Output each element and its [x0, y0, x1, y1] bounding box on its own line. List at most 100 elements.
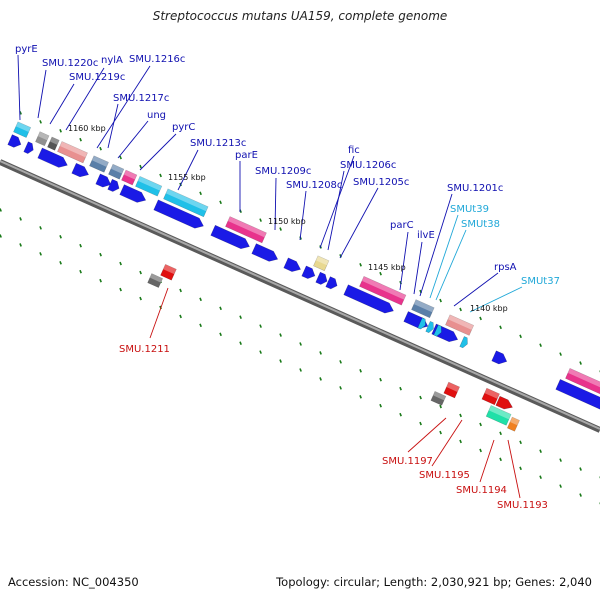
- leader-line-11: [274, 177, 277, 231]
- gene-label-smu1220c[interactable]: SMU.1220c: [42, 58, 98, 69]
- leader-line-13: [327, 170, 345, 251]
- outer-gene-13: [411, 299, 435, 319]
- tick-outer-21: [439, 298, 442, 303]
- fwd-gene-9: [210, 224, 250, 250]
- tick-outer-3: [79, 137, 82, 142]
- tick-inner-b-2: [39, 252, 42, 256]
- leader-line-17: [429, 214, 459, 299]
- gene-label-smu1193[interactable]: SMU.1193: [497, 500, 548, 511]
- outer-gene-3: [47, 136, 60, 151]
- fwd-gene-11: [283, 257, 301, 272]
- gene-label-smu1209c[interactable]: SMU.1209c: [255, 166, 311, 177]
- gene-label-smu1216c[interactable]: SMU.1216c: [129, 54, 185, 65]
- outer-gene-12: [359, 276, 407, 306]
- tick-inner-a-19: [379, 377, 382, 382]
- genome-backbone: [0, 159, 600, 433]
- leader-line-9: [177, 149, 199, 191]
- tick-inner-a-27: [539, 449, 542, 453]
- tick-outer-12: [259, 218, 262, 222]
- gene-label-ung[interactable]: ung: [147, 110, 166, 121]
- outer-gene-4: [57, 141, 88, 164]
- tick-outer-28: [579, 361, 582, 365]
- tick-inner-b-3: [59, 261, 62, 265]
- gene-label-smut38[interactable]: SMUt38: [461, 219, 500, 230]
- tick-outer-7: [159, 173, 162, 178]
- gene-label-smu1217c[interactable]: SMU.1217c: [113, 93, 169, 104]
- tick-inner-b-27: [539, 475, 542, 479]
- fwd-gene-7: [119, 184, 147, 203]
- tick-outer-2: [59, 129, 62, 133]
- tick-inner-a-10: [199, 297, 202, 302]
- tick-inner-b-10: [199, 323, 202, 328]
- tick-outer-4: [99, 146, 102, 151]
- tick-inner-a-0: [0, 208, 2, 212]
- leader-line-22: [469, 286, 523, 313]
- gene-label-fic[interactable]: fic: [348, 145, 360, 156]
- gene-label-smu1211[interactable]: SMU.1211: [119, 344, 170, 355]
- tick-inner-a-13: [259, 324, 262, 328]
- gene-label-rpsA[interactable]: rpsA: [494, 262, 517, 273]
- gene-label-parC[interactable]: parC: [390, 220, 414, 231]
- tick-inner-a-18: [359, 369, 362, 373]
- tick-outer-10: [219, 200, 222, 205]
- genome-summary-text: Topology: circular; Length: 2,030,921 bp…: [276, 575, 592, 589]
- tick-inner-a-20: [399, 386, 402, 391]
- tick-inner-a-22: [439, 404, 442, 409]
- fwd-gene-2: [23, 141, 34, 154]
- gene-label-ilvE[interactable]: ilvE: [417, 230, 435, 241]
- gene-label-smu1213c[interactable]: SMU.1213c: [190, 138, 246, 149]
- tick-inner-b-25: [499, 457, 502, 462]
- leader-line-15: [339, 187, 379, 259]
- tick-inner-b-1: [19, 243, 22, 247]
- tick-inner-a-24: [479, 422, 482, 427]
- fwd-gene-5: [95, 173, 112, 188]
- tick-inner-b-7: [139, 296, 142, 301]
- inner-gene-8: [506, 416, 520, 432]
- leader-line-12: [319, 155, 355, 249]
- gene-label-smu1201c[interactable]: SMU.1201c: [447, 183, 503, 194]
- tick-inner-b-0: [0, 234, 2, 238]
- inner-gene-3: [443, 381, 460, 399]
- tick-inner-a-3: [59, 235, 62, 239]
- tick-inner-b-5: [99, 278, 102, 283]
- label-leaders: [17, 54, 523, 499]
- gene-label-smu1219c[interactable]: SMU.1219c: [69, 72, 125, 83]
- tick-inner-b-26: [519, 466, 522, 471]
- leader-line-7: [117, 120, 149, 159]
- gene-label-parE[interactable]: parE: [235, 150, 258, 161]
- gene-label-smu1197[interactable]: SMU.1197: [382, 456, 433, 467]
- gene-label-smu1195[interactable]: SMU.1195: [419, 470, 470, 481]
- tick-inner-a-29: [579, 467, 582, 471]
- tick-inner-a-17: [339, 360, 342, 364]
- fwd-gene-6: [107, 178, 120, 192]
- gene-label-smu1194[interactable]: SMU.1194: [456, 485, 507, 496]
- tick-inner-a-15: [299, 342, 302, 346]
- outer-gene-6: [108, 163, 125, 180]
- gene-labels-top: pyrE SMU.1220c nylA SMU.1219c SMU.1216c …: [15, 44, 560, 287]
- tick-outer-26: [539, 343, 542, 347]
- tick-inner-b-19: [379, 403, 382, 408]
- gene-label-pyrE[interactable]: pyrE: [15, 44, 38, 55]
- gene-label-smut39[interactable]: SMUt39: [450, 204, 489, 215]
- outer-gene-2: [35, 131, 50, 147]
- fwd-gene-3: [37, 147, 68, 168]
- tick-outer-18: [379, 271, 382, 276]
- tick-inner-a-4: [79, 243, 82, 248]
- tick-inner-b-9: [179, 314, 182, 319]
- leader-line-23: [149, 287, 169, 339]
- outer-gene-14: [445, 314, 475, 336]
- gene-label-smut37[interactable]: SMUt37: [521, 276, 560, 287]
- tick-outer-24: [499, 325, 502, 330]
- position-label-1140: 1140 kbp: [470, 304, 508, 313]
- gene-label-pyrC[interactable]: pyrC: [172, 122, 195, 133]
- gene-label-smu1208c[interactable]: SMU.1208c: [286, 180, 342, 191]
- gene-label-smu1206c[interactable]: SMU.1206c: [340, 160, 396, 171]
- tick-outer-1: [39, 120, 42, 124]
- inner-gene-5: [481, 387, 500, 406]
- tick-inner-a-12: [239, 315, 242, 319]
- gene-label-nylA[interactable]: nylA: [101, 55, 123, 66]
- gene-label-smu1205c[interactable]: SMU.1205c: [353, 177, 409, 188]
- tick-inner-a-16: [319, 351, 322, 355]
